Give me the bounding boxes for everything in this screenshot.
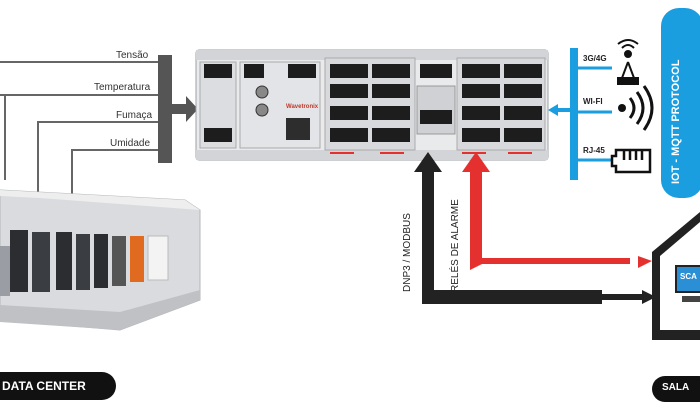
network-arrow-icon — [548, 104, 570, 116]
datacenter-illustration — [0, 189, 201, 331]
module-tags — [330, 152, 532, 154]
sensor-label-temperatura: Temperatura — [94, 82, 151, 93]
datacenter-label: DATA CENTER — [2, 379, 86, 393]
sensor-arrow-icon — [172, 96, 198, 122]
dnp3-label: DNP3 / MODBUS — [402, 213, 413, 292]
sensor-lines — [0, 61, 158, 215]
sala-label: SALA — [662, 382, 690, 393]
sensor-line-fumaca — [37, 121, 158, 215]
sala-pill: SALA — [652, 376, 700, 402]
protocol-label: IOT - MQTT PROTOCOL — [670, 59, 682, 184]
alarm-arrow-head — [638, 256, 652, 268]
sensor-label-fumaca: Fumaça — [116, 110, 153, 121]
network-bus-bar — [570, 48, 578, 180]
alarm-label: RELÉS DE ALARME — [450, 199, 461, 292]
device-brand: Wavetronix — [286, 104, 319, 110]
sensor-label-tensao: Tensão — [116, 50, 149, 61]
conn-label-3g4g: 3G/4G — [583, 54, 607, 63]
sala-screen-label: SCA — [680, 272, 697, 281]
conn-label-wifi: WI-FI — [583, 97, 603, 106]
datacenter-pill: DATA CENTER — [0, 372, 116, 400]
cell-tower-icon — [617, 39, 639, 85]
sensor-line-umidade — [71, 149, 158, 215]
sensor-label-umidade: Umidade — [110, 138, 151, 149]
rj45-icon — [610, 148, 652, 174]
protocol-pill — [661, 8, 700, 198]
alarm-arrow — [462, 152, 630, 270]
dnp3-arrow — [414, 152, 442, 300]
wifi-icon — [618, 85, 654, 131]
dnp3-line — [422, 290, 602, 304]
sensor-collector-bar — [158, 55, 172, 163]
network-links — [578, 66, 612, 162]
terminal-blocks — [204, 64, 542, 142]
ethernet-port-icon — [286, 118, 310, 140]
conn-label-rj45: RJ-45 — [583, 146, 605, 155]
sensor-line-temperatura-drop — [4, 94, 158, 180]
sala-house-icon — [652, 212, 700, 340]
dnp3-arrow-head — [642, 290, 656, 304]
